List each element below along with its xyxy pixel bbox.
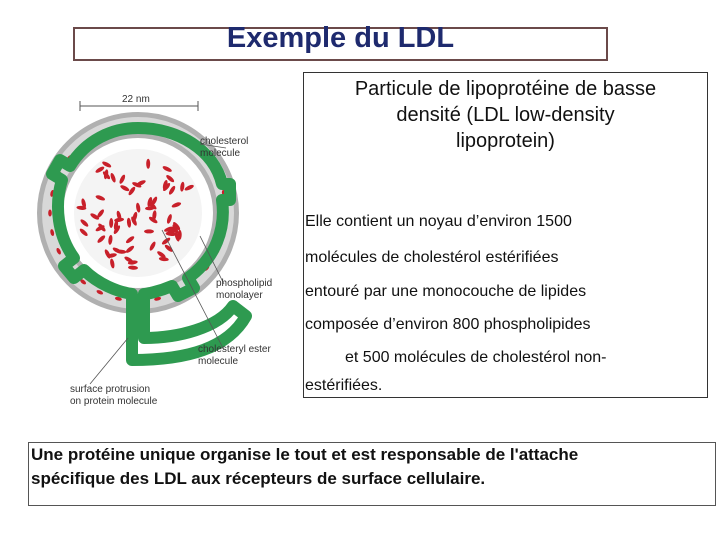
cholesteryl-ester-molecule (95, 195, 106, 201)
cholesteryl-ester-molecule (164, 244, 173, 252)
cholesteryl-ester-molecule (128, 265, 138, 270)
cholesteryl-ester-molecule (148, 216, 158, 224)
body-line-6: estérifiées. (305, 377, 383, 394)
ring-ester-mark (48, 209, 52, 217)
cholesteryl-ester-molecule (136, 202, 141, 213)
body-line-1: Elle contient un noyau d’environ 1500 (305, 213, 572, 230)
cholesteryl-ester-molecule (174, 231, 180, 242)
cholesteryl-ester-molecule (97, 209, 105, 218)
cholesteryl-ester-molecule (97, 235, 106, 243)
cholesteryl-ester-molecule (149, 241, 156, 251)
description-box: Particule de lipoprotéine de basse densi… (303, 72, 708, 398)
label-protrusion-2: on protein molecule (70, 396, 158, 407)
scale-label: 22 nm (122, 94, 150, 105)
label-cholesterol-2: molecule (200, 148, 240, 159)
cholesteryl-ester-molecule (151, 196, 158, 206)
ring-ester-mark (80, 279, 87, 285)
body-line-3: entouré par une monocouche de lipides (305, 283, 587, 300)
heading-line-2: densité (LDL low-density (396, 104, 615, 126)
cholesteryl-ester-molecule (125, 245, 135, 253)
cholesteryl-ester-molecule (110, 172, 116, 183)
cholesteryl-esters (76, 158, 194, 270)
cholesteryl-ester-molecule (146, 158, 151, 169)
ring-ester-mark (56, 247, 61, 255)
label-phospholipid-1: phospholipid (216, 278, 272, 289)
cholesteryl-ester-molecule (180, 181, 185, 192)
cholesteryl-ester-molecule (127, 260, 138, 265)
body-line-4: composée d’environ 800 phospholipides (305, 316, 591, 333)
footer-line-1: Une protéine unique organise le tout et … (31, 445, 579, 464)
body-line-2: molécules de cholestérol estérifiées (305, 249, 559, 266)
cholesteryl-ester-molecule (184, 184, 194, 191)
title-box: Exemple du LDL (73, 22, 608, 61)
cholesteryl-ester-molecule (80, 219, 89, 227)
cholesteryl-ester-molecule (132, 211, 138, 222)
cholesteryl-ester-molecule (171, 202, 182, 208)
body-line-5: et 500 molécules de cholestérol non- (345, 349, 607, 366)
heading-line-1: Particule de lipoprotéine de basse (354, 78, 657, 100)
heading-line-3: lipoprotein) (456, 130, 555, 152)
cholesteryl-ester-molecule (166, 214, 172, 224)
footer-line-2: spécifique des LDL aux récepteurs de sur… (31, 469, 486, 488)
label-phospholipid-2: monolayer (216, 290, 263, 301)
pointer-lines (89, 143, 227, 385)
cholesteryl-ester-molecule (167, 228, 178, 233)
cholesteryl-ester-molecule (166, 174, 175, 183)
cholesteryl-ester-molecule (107, 253, 117, 258)
cholesteryl-ester-molecule (152, 210, 157, 221)
ring-ester-mark (114, 296, 122, 301)
ldl-diagram-svg: 22 nm cholesterol molecule phospholipid … (37, 94, 272, 407)
cholesteryl-ester-molecule (109, 218, 114, 228)
cholesteryl-ester-molecule (108, 234, 113, 245)
label-protrusion-1: surface protrusion (70, 384, 150, 395)
ring-ester-mark (96, 290, 104, 295)
cholesteryl-ester-molecule (102, 161, 112, 168)
cholesteryl-ester-molecule (90, 213, 100, 220)
cholesteryl-ester-molecule (120, 185, 130, 192)
label-ester-1: cholesteryl ester (198, 344, 271, 355)
cholesteryl-ester-molecule (126, 217, 132, 228)
cholesteryl-ester-molecule (148, 201, 157, 210)
cholesteryl-ester-molecule (116, 249, 127, 254)
label-ester-2: molecule (198, 356, 238, 367)
cholesteryl-ester-molecule (162, 166, 172, 172)
footer-box: Une protéine unique organise le tout et … (28, 442, 716, 506)
ring-ester-mark (50, 229, 55, 237)
footer-text: Une protéine unique organise le tout et … (31, 443, 711, 491)
ring-ester-mark (154, 296, 162, 301)
cholesteryl-ester-molecule (168, 185, 176, 195)
cholesteryl-ester-molecule (116, 210, 122, 221)
cholesteryl-ester-molecule (164, 226, 174, 232)
protein-band (46, 122, 252, 366)
cholesteryl-ester-molecule (102, 171, 111, 180)
label-cholesterol-1: cholesterol (200, 136, 248, 147)
cholesteryl-ester-molecule (81, 198, 86, 209)
cholesteryl-ester-molecule (136, 180, 146, 186)
cholesteryl-ester-molecule (161, 237, 171, 245)
cholesteryl-ester-molecule (98, 223, 106, 232)
cholesteryl-ester-molecule (125, 236, 135, 244)
cholesteryl-ester-molecule (128, 186, 136, 196)
cholesteryl-ester-molecule (119, 174, 126, 184)
cholesteryl-ester-molecule (157, 251, 166, 258)
cholesteryl-ester-molecule (79, 228, 88, 236)
cholesteryl-ester-molecule (113, 225, 121, 235)
cholesteryl-ester-molecule (144, 229, 154, 234)
cholesteryl-ester-molecule (158, 257, 169, 262)
cholesteryl-ester-molecule (95, 166, 105, 173)
cholesteryl-ester-molecule (76, 205, 87, 210)
core (74, 149, 202, 277)
description-heading: Particule de lipoprotéine de basse densi… (304, 76, 707, 154)
cholesteryl-ester-molecule (110, 258, 115, 269)
page-title: Exemple du LDL (226, 22, 455, 54)
ldl-diagram: 22 nm cholesterol molecule phospholipid … (28, 88, 308, 418)
cholesteryl-ester-molecule (163, 182, 171, 192)
scale-bar (79, 101, 199, 111)
cholesteryl-ester-molecule (173, 222, 181, 231)
